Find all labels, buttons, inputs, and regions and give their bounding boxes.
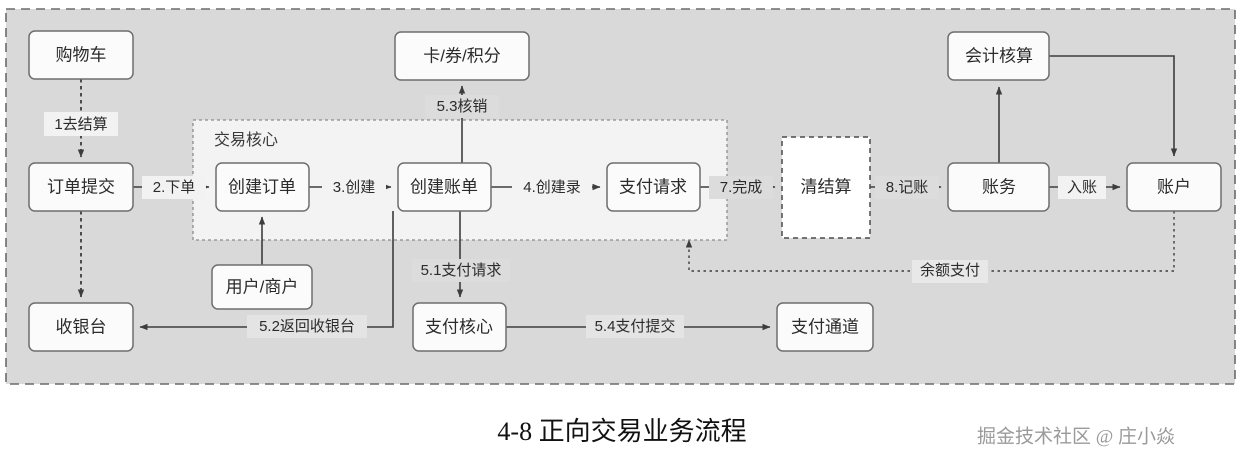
- node-pay-request-label: 支付请求: [619, 177, 687, 196]
- edge-8-jizhang: 8.记账: [870, 176, 942, 199]
- node-card-coupon-points[interactable]: 卡/券/积分: [394, 31, 530, 81]
- node-account[interactable]: 账户: [1126, 162, 1222, 212]
- edge-label-5-3: 5.3核销: [437, 98, 488, 115]
- node-cart-label: 购物车: [56, 45, 107, 64]
- edge-label-3: 3.创建: [333, 179, 376, 196]
- edge-label-1: 1去结算: [54, 115, 107, 133]
- node-pay-channel-label: 支付通道: [791, 317, 859, 336]
- edge-label-5-1: 5.1支付请求: [421, 262, 502, 279]
- node-user-merchant[interactable]: 用户/商户: [211, 264, 313, 310]
- node-clearing-settlement[interactable]: 清结算: [781, 136, 871, 239]
- node-pay-core[interactable]: 支付核心: [412, 302, 507, 352]
- edge-5-3-hexiao: 5.3核销: [425, 85, 499, 163]
- node-user-merchant-label: 用户/商户: [226, 277, 299, 296]
- node-accounting-label: 会计核算: [965, 46, 1033, 65]
- edge-7-wancheng: 7.完成: [700, 176, 776, 199]
- edge-label-2: 2.下单: [153, 179, 196, 196]
- edge-5-4-zhifutijiao: 5.4支付提交: [506, 315, 771, 338]
- node-pay-core-label: 支付核心: [425, 317, 493, 336]
- edge-5-2-fanhui-shouyintai: 5.2返回收银台: [139, 211, 394, 338]
- node-create-order-label: 创建订单: [228, 177, 296, 196]
- edge-2-xiadan: 2.下单: [133, 176, 210, 199]
- edge-label-5-4: 5.4支付提交: [595, 317, 676, 335]
- node-cashier-label: 收银台: [56, 317, 107, 336]
- edge-label-yue-zhifu: 余额支付: [920, 261, 980, 279]
- node-create-order[interactable]: 创建订单: [215, 162, 310, 212]
- edge-accounting-to-account: [1049, 55, 1178, 157]
- edge-label-7: 7.完成: [720, 179, 763, 196]
- node-account-label: 账户: [1157, 177, 1191, 196]
- edge-label-4: 4.创建录: [523, 179, 581, 196]
- node-cart[interactable]: 购物车: [28, 30, 134, 80]
- edge-1-qu-jiesuan: 1去结算: [44, 79, 118, 158]
- edge-ruzhang: 入账: [1049, 176, 1121, 199]
- edge-5-1-zhifuqingqiu: 5.1支付请求: [412, 211, 510, 298]
- node-card-coupon-points-label: 卡/券/积分: [423, 46, 500, 65]
- node-order-submit[interactable]: 订单提交: [28, 162, 134, 212]
- node-clearing-settlement-label: 清结算: [801, 177, 852, 196]
- node-order-submit-label: 订单提交: [47, 177, 115, 196]
- node-accounting[interactable]: 会计核算: [947, 31, 1050, 81]
- edge-label-8: 8.记账: [886, 179, 929, 196]
- node-pay-request[interactable]: 支付请求: [606, 162, 701, 212]
- edge-label-5-2: 5.2返回收银台: [259, 318, 355, 335]
- node-create-bill-label: 创建账单: [410, 177, 478, 196]
- node-finance[interactable]: 账务: [947, 162, 1050, 212]
- node-create-bill[interactable]: 创建账单: [397, 162, 492, 212]
- node-pay-channel[interactable]: 支付通道: [776, 302, 874, 352]
- figure-caption: 4-8 正向交易业务流程: [497, 417, 746, 446]
- edge-yue-zhifu: 余额支付: [685, 211, 1175, 283]
- watermark: 掘金技术社区 @ 庄小焱: [977, 425, 1175, 447]
- edge-3-chuangjian: 3.创建: [309, 176, 392, 199]
- node-cashier[interactable]: 收银台: [28, 302, 134, 352]
- edge-label-ruzhang: 入账: [1067, 179, 1097, 196]
- group-transaction-core-label: 交易核心: [214, 131, 278, 149]
- edge-4-chuangjianlu: 4.创建录: [491, 176, 601, 199]
- node-finance-label: 账务: [982, 177, 1016, 196]
